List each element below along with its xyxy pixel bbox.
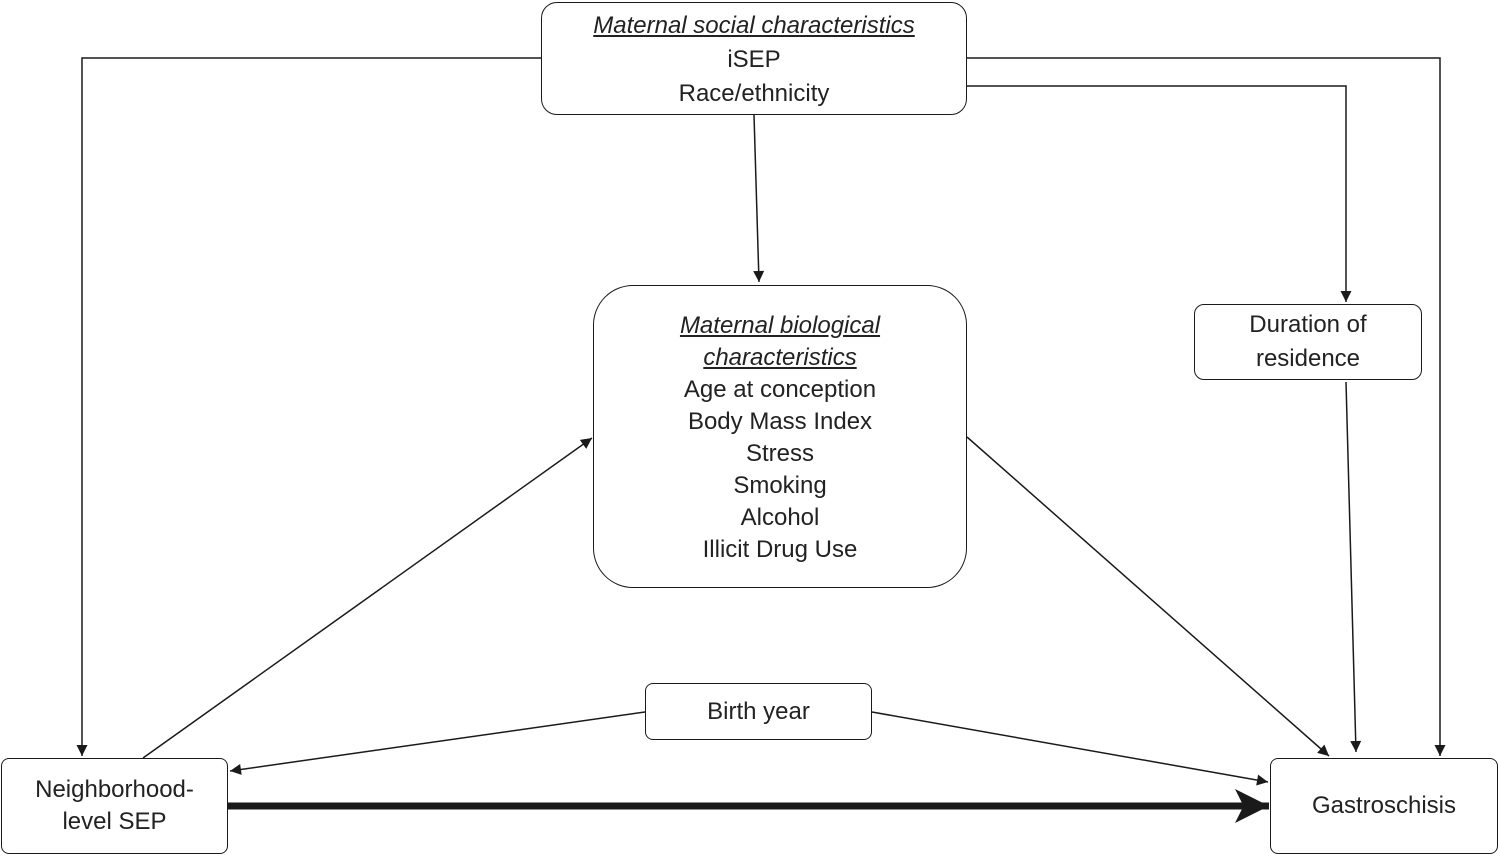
biological-item-bmi: Body Mass Index bbox=[687, 408, 873, 435]
edge-social-to-neighborhood bbox=[76, 57, 541, 756]
edge-social-to-duration bbox=[967, 85, 1352, 302]
biological-item-illicit-drug-use: Illicit Drug Use bbox=[702, 536, 858, 563]
duration-line-2: residence bbox=[1255, 345, 1361, 372]
social-item-race-ethnicity: Race/ethnicity bbox=[678, 80, 830, 107]
duration-line-1: Duration of bbox=[1249, 311, 1367, 338]
biological-item-stress: Stress bbox=[745, 440, 814, 467]
edge-duration-to-gastroschisis bbox=[1345, 381, 1362, 753]
maternal-social-characteristics-node: Maternal social characteristics iSEP Rac… bbox=[541, 2, 967, 115]
neighborhood-line-1: Neighborhood- bbox=[35, 776, 194, 803]
edge-birthyear-to-neighborhood bbox=[229, 711, 646, 775]
social-heading: Maternal social characteristics bbox=[593, 12, 915, 39]
birth-year-node: Birth year bbox=[645, 683, 872, 740]
edge-biological-to-gastroschisis bbox=[966, 436, 1330, 757]
neighborhood-level-sep-node: Neighborhood- level SEP bbox=[1, 758, 228, 854]
biological-item-alcohol: Alcohol bbox=[740, 504, 820, 531]
edge-birthyear-to-gastroschisis bbox=[871, 711, 1269, 786]
edge-social-to-biological bbox=[753, 114, 765, 283]
biological-item-smoking: Smoking bbox=[733, 472, 827, 499]
duration-of-residence-node: Duration of residence bbox=[1194, 304, 1422, 380]
maternal-biological-characteristics-node: Maternal biological characteristics Age … bbox=[593, 285, 967, 588]
biological-heading-line-2: characteristics bbox=[703, 344, 857, 371]
edge-neighborhood-to-biological bbox=[142, 437, 593, 759]
gastroschisis-label: Gastroschisis bbox=[1311, 792, 1457, 819]
birth-year-label: Birth year bbox=[707, 697, 810, 725]
neighborhood-line-2: level SEP bbox=[62, 808, 167, 835]
edge-social-to-gastroschisis bbox=[967, 57, 1446, 756]
biological-heading-line-1: Maternal biological bbox=[679, 312, 881, 339]
biological-item-age: Age at conception bbox=[683, 376, 877, 403]
gastroschisis-node: Gastroschisis bbox=[1270, 758, 1498, 854]
social-item-isep: iSEP bbox=[727, 46, 781, 73]
